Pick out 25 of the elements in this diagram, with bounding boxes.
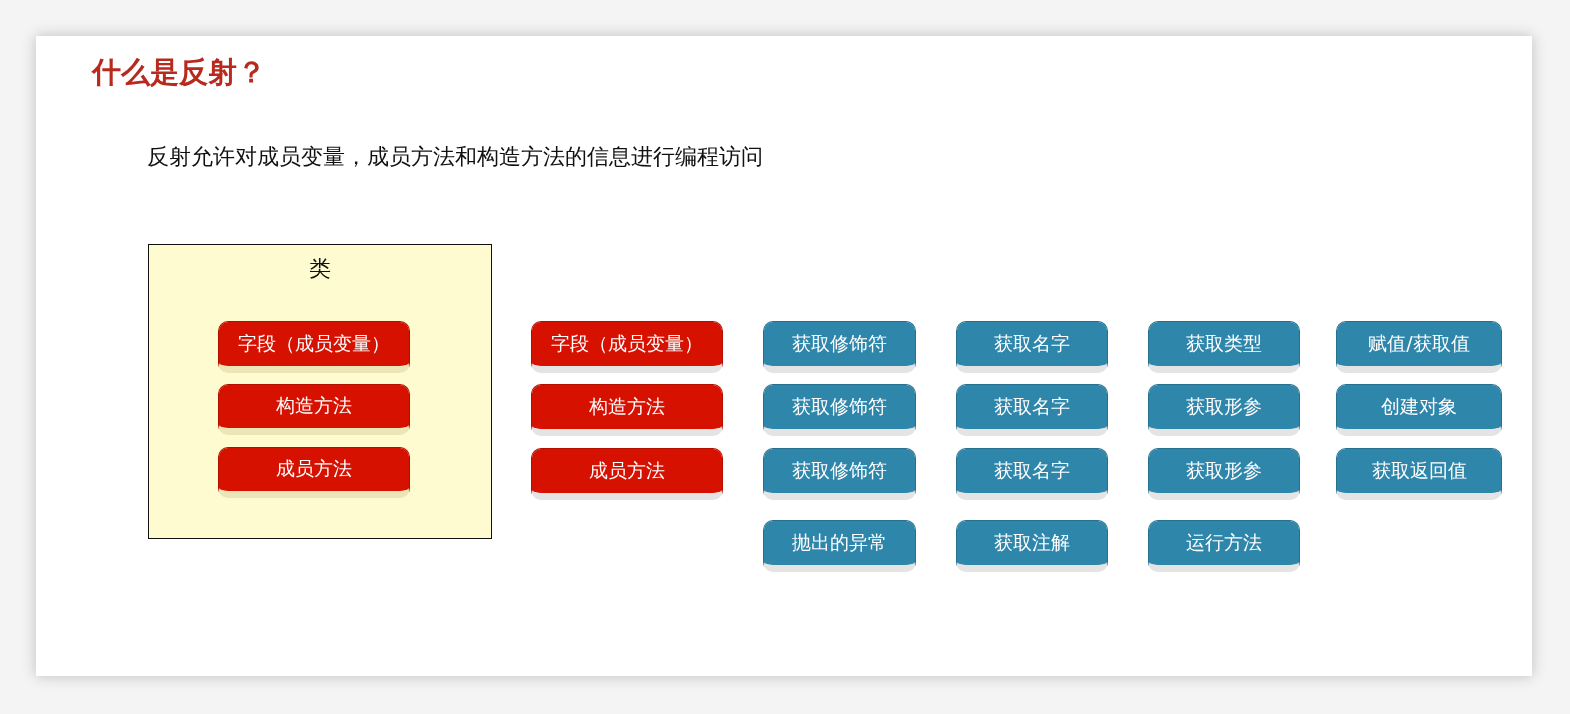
class-panel	[148, 244, 492, 539]
reflection-action-box: 获取名字	[956, 448, 1108, 500]
reflection-action-box: 获取形参	[1148, 384, 1300, 436]
reflection-action-box: 获取名字	[956, 384, 1108, 436]
reflection-action-box: 获取返回值	[1336, 448, 1502, 500]
description-text: 反射允许对成员变量，成员方法和构造方法的信息进行编程访问	[147, 143, 763, 171]
member-box: 字段（成员变量）	[217, 320, 410, 373]
reflection-action-box: 获取名字	[956, 321, 1108, 373]
reflection-action-box: 获取注解	[956, 520, 1108, 572]
panel-title: 类	[309, 255, 331, 283]
reflection-action-box: 获取形参	[1148, 448, 1300, 500]
reflection-action-box: 获取修饰符	[763, 384, 916, 436]
member-box: 字段（成员变量）	[531, 321, 723, 373]
slide-title: 什么是反射？	[92, 54, 266, 91]
reflection-action-box: 创建对象	[1336, 384, 1502, 436]
reflection-action-box: 赋值/获取值	[1336, 321, 1502, 373]
member-box: 构造方法	[217, 383, 410, 435]
member-box: 构造方法	[531, 384, 723, 436]
reflection-action-box: 获取修饰符	[763, 321, 916, 373]
reflection-action-box: 抛出的异常	[763, 520, 916, 572]
member-box: 成员方法	[217, 446, 410, 498]
reflection-action-box: 获取修饰符	[763, 448, 916, 500]
reflection-action-box: 获取类型	[1148, 321, 1300, 373]
reflection-action-box: 运行方法	[1148, 520, 1300, 572]
member-box: 成员方法	[531, 448, 723, 500]
